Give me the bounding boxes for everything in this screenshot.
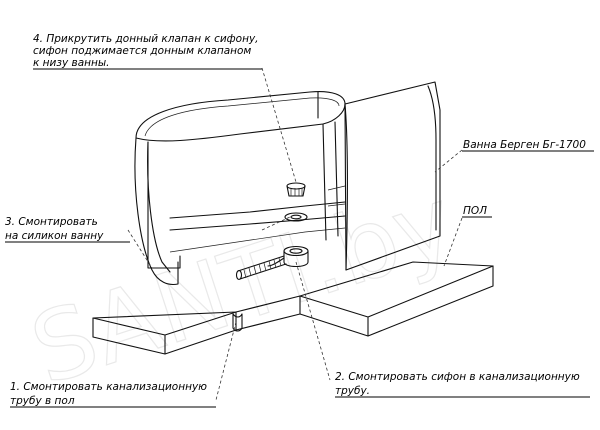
label-step2: 2. Смонтировать сифон в канализационную …	[335, 371, 590, 398]
step4-line2: сифон поджимается донным клапаном	[33, 45, 251, 57]
step2-line2: трубу.	[335, 385, 370, 397]
label-floor: ПОЛ	[462, 205, 492, 218]
label-tub: Ванна Берген Бг-1700	[462, 139, 594, 152]
siphon	[235, 245, 309, 281]
label-step3: 3. Смонтировать на силикон ванну	[5, 216, 130, 243]
step3-line1: 3. Смонтировать	[5, 216, 98, 228]
step4-line3: к низу ванны.	[33, 57, 109, 69]
step2-line1: 2. Смонтировать сифон в канализационную	[335, 371, 580, 383]
label-step4: 4. Прикрутить донный клапан к сифону, си…	[33, 33, 262, 70]
step3-line2: на силикон ванну	[5, 230, 104, 242]
step1-line1: 1. Смонтировать канализационную	[10, 381, 207, 393]
gasket-ring	[284, 212, 308, 222]
tub-name: Ванна Берген Бг-1700	[463, 139, 586, 151]
label-step1: 1. Смонтировать канализационную трубу в …	[10, 381, 216, 408]
floor-slab	[92, 261, 494, 355]
drain-valve	[286, 182, 306, 197]
step1-line2: трубу в пол	[10, 395, 75, 407]
leader-lines	[127, 67, 463, 401]
floor-label: ПОЛ	[463, 205, 487, 217]
bathtub	[134, 81, 441, 286]
step4-line1: 4. Прикрутить донный клапан к сифону,	[33, 33, 259, 45]
